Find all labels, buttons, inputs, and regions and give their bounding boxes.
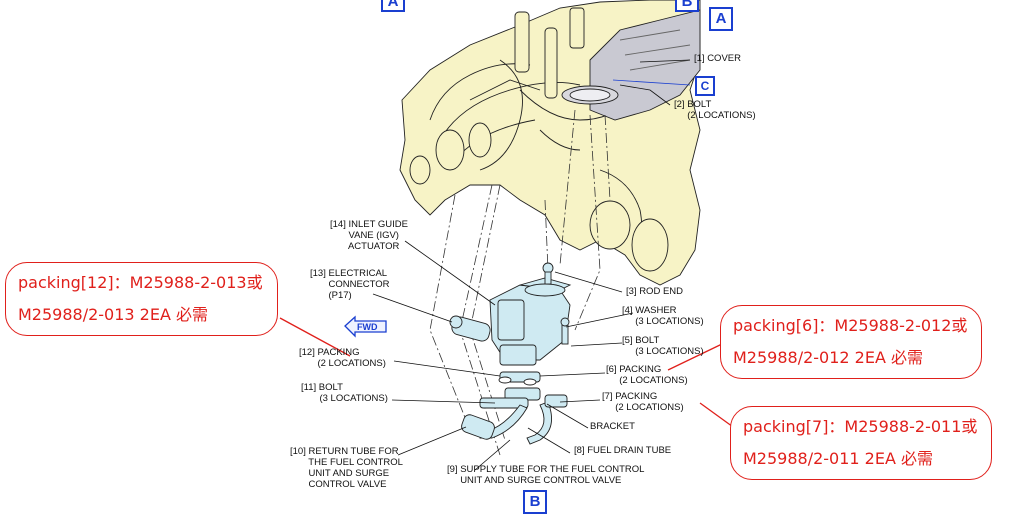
igv-shroud: [561, 9, 701, 121]
callout-packing-6-line-2: M25988/2-012 2EA 必需: [733, 348, 923, 367]
fwd-label: FWD: [357, 322, 378, 332]
view-marker-a-top: A: [381, 0, 405, 12]
view-marker-c: C: [695, 76, 715, 96]
label-return-tube: [10] RETURN TUBE FOR THE FUEL CONTROL UN…: [290, 446, 403, 490]
label-fuel-drain-tube: [8] FUEL DRAIN TUBE: [574, 445, 672, 456]
fwd-arrow-icon: [344, 315, 387, 338]
label-bolt-2: [2] BOLT (2 LOCATIONS): [674, 99, 756, 121]
label-supply-tube: [9] SUPPLY TUBE FOR THE FUEL CONTROL UNI…: [447, 464, 645, 486]
label-bracket: BRACKET: [590, 421, 635, 432]
callout-packing-6: packing[6]：M25988-2-012或 M25988/2-012 2E…: [720, 305, 983, 379]
callout-packing-7-line-1: packing[7]：M25988-2-011或: [743, 417, 978, 436]
leader-lines: [372, 59, 691, 471]
label-cover: [1] COVER: [694, 53, 741, 64]
label-packing-7: [7] PACKING (2 LOCATIONS): [602, 391, 684, 413]
view-marker-a: A: [709, 7, 733, 31]
label-washer: [4] WASHER (3 LOCATIONS): [622, 305, 704, 327]
label-packing-6: [6] PACKING (2 LOCATIONS): [606, 364, 688, 386]
label-bolt-11: [11] BOLT (3 LOCATIONS): [301, 382, 388, 404]
fittings-and-tubes: [461, 317, 570, 445]
label-bolt-5: [5] BOLT (3 LOCATIONS): [622, 335, 704, 357]
callout-packing-12-line-1: packing[12]：M25988-2-013或: [18, 273, 263, 292]
view-marker-b-top: B: [675, 0, 699, 12]
callout-packing-12: packing[12]：M25988-2-013或 M25988/2-013 2…: [5, 262, 278, 336]
callout-packing-7: packing[7]：M25988-2-011或 M25988/2-011 2E…: [730, 406, 993, 480]
callout-packing-7-line-2: M25988/2-011 2EA 必需: [743, 449, 933, 468]
igv-actuator: [489, 262, 572, 366]
electrical-connector: [449, 315, 491, 342]
label-igv-actuator: [14] INLET GUIDE VANE (IGV) ACTUATOR: [330, 219, 408, 252]
view-marker-b-bottom: B: [523, 490, 547, 514]
label-packing-12: [12] PACKING (2 LOCATIONS): [299, 347, 386, 369]
callout-packing-12-line-2: M25988/2-013 2EA 必需: [18, 305, 208, 324]
label-rod-end: [3] ROD END: [626, 286, 684, 297]
callout-packing-6-line-1: packing[6]：M25988-2-012或: [733, 316, 968, 335]
label-electrical-connector: [13] ELECTRICAL CONNECTOR (P17): [310, 268, 390, 301]
